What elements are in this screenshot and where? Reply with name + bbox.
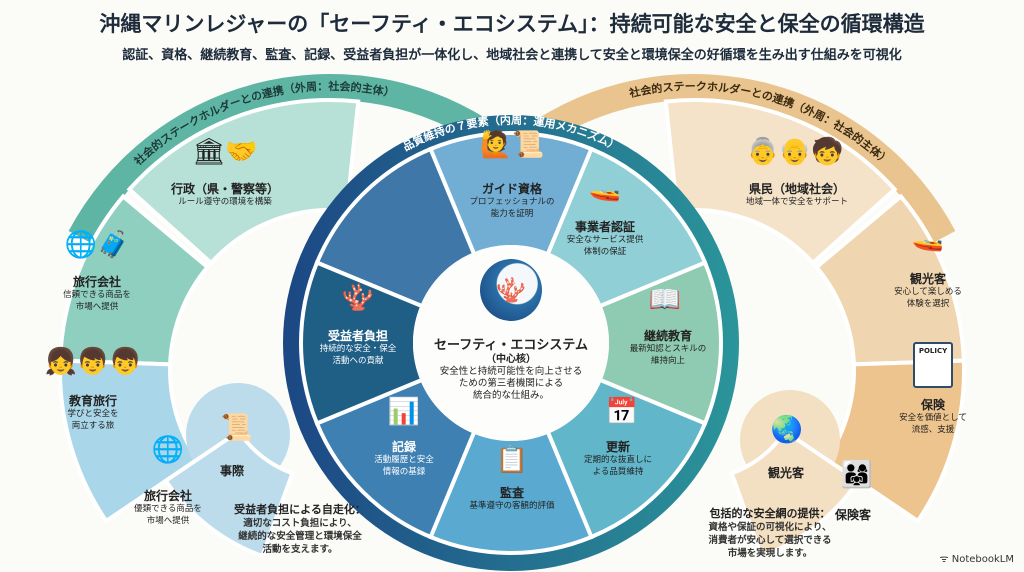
ring-segment-school-trip [58, 358, 201, 524]
note-line: 消費者が安心して選択できる [708, 535, 832, 546]
item-desc: 学びと安全を [67, 409, 119, 419]
note-right: 包括的な安全網の提供： 資格や保証の可視化により、 消費者が安心して選択できる … [708, 507, 831, 560]
center-desc: 統合的な仕組み。 [472, 390, 550, 401]
item-title: 観光客 [909, 272, 947, 286]
item-title: 事業者認証 [574, 220, 636, 234]
item-desc: 安全なサービス提供 [566, 235, 644, 245]
center-title: セーフティ・エコシステム [433, 338, 589, 353]
item-title: 教育旅行 [68, 394, 118, 408]
item-desc: 基準遵守の客観的評価 [469, 501, 555, 511]
students-globe-icon: 👧👦👦 [44, 347, 142, 377]
item-title: 継続教育 [643, 329, 693, 343]
center-desc: ための第三者機関による [458, 378, 564, 389]
note-title: 包括的な安全網の提供： [709, 507, 831, 520]
guide-certificate-icon: 🙋📜 [479, 130, 545, 160]
note-title: 受益者負担による自走化： [234, 503, 366, 516]
item-title: 旅行会社 [72, 275, 122, 289]
left-ring-band [68, 73, 487, 244]
item-desc: よる品質維持 [592, 467, 644, 477]
item-title: 観光客 [767, 466, 805, 480]
note-line: 活動を支えます。 [262, 544, 338, 555]
brand-label: NotebookLM [951, 554, 1014, 565]
item-title: 県民（地域社会） [748, 182, 846, 196]
government-building-icon: 🏛🤝 [192, 137, 258, 167]
globe-suitcase-icon: 🌐🧳 [64, 230, 130, 260]
item-desc: 安全を価値として [899, 413, 967, 423]
item-title: 更新 [605, 440, 631, 454]
policy-shield-icon: POLICY [913, 342, 953, 388]
ring-segment-travel-agency [58, 193, 211, 367]
item-title: 事際 [219, 464, 245, 478]
item-title: 行政（県・警察等） [170, 182, 280, 196]
item-desc: 市場へ提供 [75, 302, 119, 312]
coral-coins-cycle-icon: 🪸 [341, 283, 375, 313]
calendar-refresh-icon: 📅 [605, 397, 639, 427]
tourists-boat-icon: 🚤 [911, 223, 945, 253]
item-desc: 地域一体で安全をサポート [745, 197, 849, 207]
item-desc: 優類できる商品を [134, 504, 202, 514]
checklist-magnifier-icon: 📋 [495, 445, 529, 475]
notebooklm-logo-icon: ᯤ [939, 554, 952, 565]
item-desc: 持続的な安全・保全 [319, 344, 397, 354]
item-desc: 体制の保証 [583, 247, 627, 257]
item-title: 記録 [391, 440, 417, 454]
item-desc: 安心して楽しめる [894, 287, 962, 297]
boat-certificate-icon: 🚤 [588, 173, 622, 203]
ring-segment-travel-agency-2 [163, 428, 295, 559]
item-desc: 情報の基録 [382, 467, 426, 477]
item-desc: ルール遵守の環境を構築 [178, 197, 272, 207]
item-desc: 定期的な抜直しに [583, 455, 653, 465]
item-desc: 両立する旅 [71, 421, 115, 431]
ring-segment-insurance [823, 358, 966, 524]
globe-boat-icon: 🌏 [770, 415, 804, 445]
item-desc: 流感、支援 [911, 425, 955, 435]
center-subtitle: （中心核） [486, 354, 536, 365]
ring-segment-government [126, 98, 361, 266]
tablet-database-icon: 📊 [387, 397, 421, 427]
ring-segment-residents [663, 98, 898, 266]
book-gear-icon: 📖 [648, 285, 682, 315]
item-title: ガイド資格 [481, 182, 543, 196]
page-subtitle: 認証、資格、継続教育、監査、記録、受益者負担が一体化し、地域社会と連携して安全と… [122, 48, 902, 63]
item-desc: 市場へ提供 [146, 516, 190, 526]
right-ring-band [537, 74, 956, 244]
center-core [413, 245, 609, 441]
note-line: 適切なコスト負担により、 [243, 518, 357, 529]
item-desc: 信頼できる商品を [63, 290, 131, 300]
note-left: 受益者負担による自走化： 適切なコスト負担により、 継続的な安全管理と環境保全 … [234, 503, 366, 556]
notebooklm-brand: ᯤ NotebookLM [939, 554, 1014, 566]
item-title: 旅行会社 [143, 489, 193, 503]
item-desc: 活動への貢献 [332, 356, 384, 366]
item-title: 受益者負担 [327, 329, 389, 343]
family-icon: 👵👴🧒 [746, 137, 844, 167]
item-desc: 能力を証明 [490, 209, 534, 219]
center-desc: 安全性と持続可能性を向上させる [439, 366, 583, 377]
wave-coral-logo-icon: 🪸 [480, 259, 542, 321]
item-title: 保険客 [834, 508, 872, 522]
family-water-icon: 👨‍👩‍👧 [840, 460, 874, 490]
item-desc: 活動履歴と安全 [374, 455, 434, 465]
note-line: 継続的な安全管理と環境保全 [238, 531, 362, 542]
note-line: 資格や保証の可視化により、 [708, 522, 832, 533]
item-desc: 維持向上 [650, 356, 686, 366]
item-title: 監査 [499, 486, 525, 500]
note-line: 市場を実現します。 [727, 548, 813, 559]
page-title: 沖縄マリンレジャーの「セーフティ・エコシステム」：持続可能な安全と保全の循環構造 [99, 12, 925, 36]
people-globe-icon: 🌐 [151, 435, 185, 465]
item-title: 保険 [920, 398, 946, 412]
item-desc: 体験を選択 [906, 299, 950, 309]
item-desc: 最新知認とスキルの [629, 344, 707, 354]
ring-segment-insured [729, 428, 861, 559]
certificate-globe-icon: 📜 [220, 413, 254, 443]
item-desc: プロフェッショナルの [469, 197, 555, 207]
